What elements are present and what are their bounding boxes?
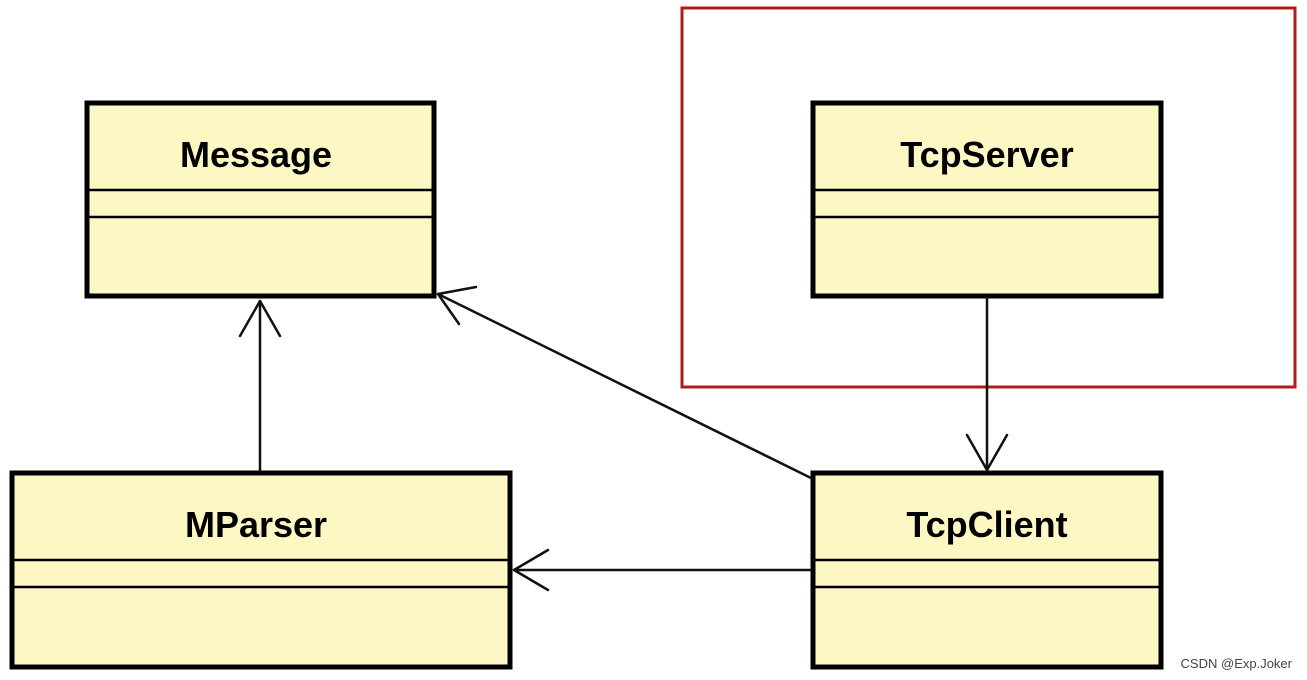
class-tcpclient-box [810,470,1164,670]
class-message-box [84,100,437,299]
arrow-tcpserver-to-tcpclient [965,296,1009,472]
watermark: CSDN @Exp.Joker [1181,656,1293,671]
class-tcpclient-name: TcpClient [906,504,1067,545]
arrow-tcpclient-to-mparser [512,548,813,592]
class-mparser[interactable]: MParser [9,470,513,670]
highlight-frame [680,6,1297,389]
class-tcpclient[interactable]: TcpClient [810,470,1164,670]
class-mparser-box [9,470,513,670]
class-tcpserver-name: TcpServer [900,134,1073,175]
arrow-tcpclient-to-message [436,285,813,480]
class-tcpserver-box [810,100,1164,299]
arrow-mparser-to-message [238,299,282,473]
class-message-name: Message [180,134,332,175]
class-mparser-name: MParser [185,504,327,545]
class-message[interactable]: Message [84,100,437,299]
class-tcpserver[interactable]: TcpServer [810,100,1164,299]
